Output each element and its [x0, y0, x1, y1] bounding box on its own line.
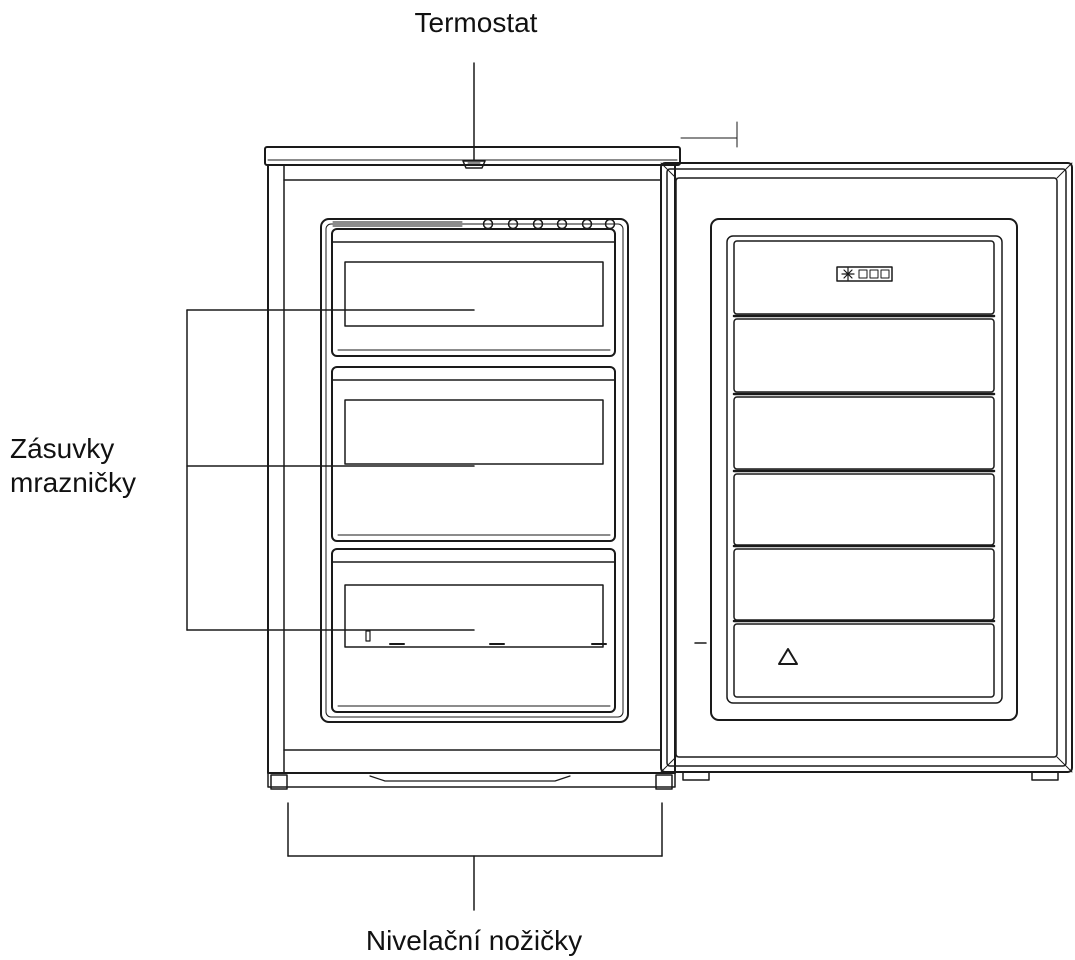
snowflake-rating-icon	[836, 266, 893, 282]
leveling-foot-right	[655, 774, 673, 790]
door-shelf-5	[733, 548, 995, 621]
door-shelf-6	[733, 623, 995, 698]
cabinet-body	[267, 164, 676, 774]
door-shelf-2	[733, 318, 995, 393]
freezer-drawer-2	[331, 366, 616, 542]
thermostat-knob	[462, 160, 486, 169]
cabinet-top	[264, 146, 681, 166]
drawers-bracket	[186, 309, 475, 631]
cabinet-base	[267, 772, 676, 790]
freezer-drawers-label-line1: Zásuvky	[10, 433, 115, 464]
freezer-drawer-1	[331, 228, 616, 357]
freezer-drawers-label-line2: mrazničky	[10, 467, 137, 498]
recycle-triangle-icon	[778, 648, 798, 665]
leveling-foot-left	[270, 774, 288, 790]
freezer-drawers-label: Zásuvky mrazničky	[10, 432, 136, 500]
inner-liner	[320, 218, 629, 723]
callout-lines	[186, 62, 663, 911]
door-shelf-4	[733, 473, 995, 546]
freezer-cabinet	[264, 121, 738, 774]
thermostat-label: Termostat	[414, 7, 538, 38]
door-shelf-3	[733, 396, 995, 470]
feet-bracket	[287, 802, 663, 911]
freezer-door	[660, 162, 1073, 781]
door-shelf-1	[733, 240, 995, 315]
leveling-feet-label: Nivelační nožičky	[365, 925, 583, 956]
corner-bracket	[680, 121, 738, 139]
